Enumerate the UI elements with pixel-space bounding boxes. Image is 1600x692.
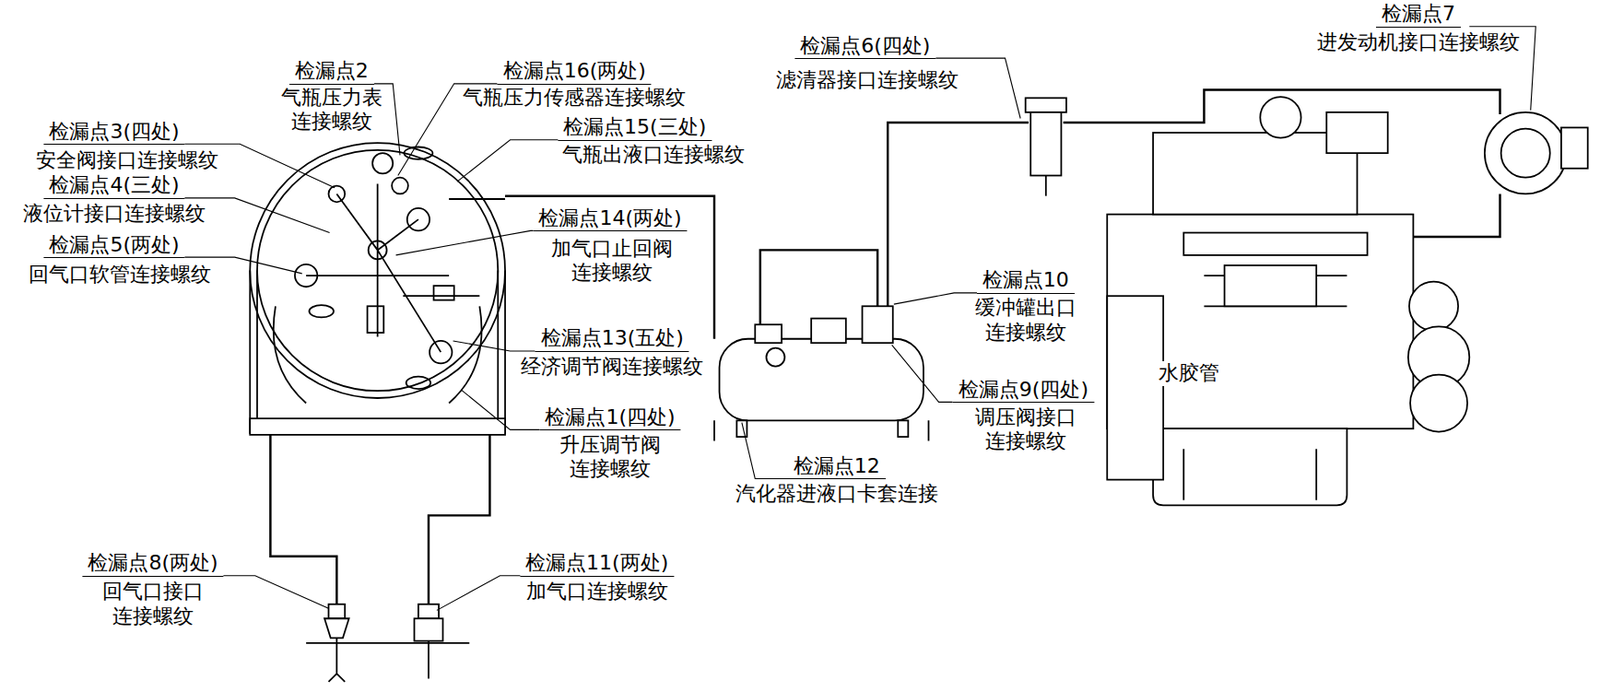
drawing-part [329,604,346,620]
callout-text: 加气口连接螺纹 [526,579,669,604]
filter [1025,97,1067,196]
drawing-part [1484,112,1567,195]
regulator [1484,112,1589,195]
callout-text: 滤清器接口连接螺纹 [776,68,959,93]
drawing-part [1045,176,1048,197]
drawing-part [428,435,490,605]
drawing-part [418,604,439,620]
drawing-part [765,348,785,367]
drawing-part [714,420,930,441]
drawing-part [436,576,536,612]
callout-text: 安全阀接口连接螺纹 [35,148,219,173]
drawing-part [329,637,346,683]
callout-number: 检漏点12 [788,454,886,480]
drawing-part [1561,127,1589,168]
drawing-part [862,305,894,343]
drawing-part [1412,193,1500,237]
drawing-part [719,339,924,422]
callout-number: 检漏点3(四处) [43,119,185,145]
drawing-part [1030,112,1061,177]
callout-text: 调压阀接口 连接螺纹 [975,405,1077,455]
callout-text: 经济调节阀连接螺纹 [520,354,704,379]
engine [1106,96,1470,506]
callout-text: 气瓶压力表 连接螺纹 [281,85,383,135]
callout-number: 检漏点15(三处) [557,115,712,141]
callout-text: 进发动机接口连接螺纹 [1317,30,1520,55]
drawing-part [457,140,572,182]
drawing-part [1326,112,1388,153]
drawing-part [403,147,433,160]
filling-ports [305,604,470,683]
callout-number: 检漏点16(两处) [497,58,652,84]
drawing-part [1183,233,1367,256]
drawing-part [754,324,782,343]
drawing-part [1501,129,1551,178]
callout-number: 检漏点7 [1376,1,1461,27]
callout-number: 检漏点14(两处) [532,206,687,232]
drawing-part [305,183,506,353]
drawing-part [897,420,908,437]
drawing-part [305,642,470,645]
callout-text: 回气口接口 连接螺纹 [102,579,204,629]
drawing-part [1152,428,1347,506]
drawing-part [1025,97,1067,113]
callout-number: 检漏点1(四处) [539,405,681,431]
drawing-part [1259,96,1301,138]
drawing-part [219,576,329,609]
callout-text: 汽化器进液口卡套连接 [735,482,939,506]
callout-number: 检漏点8(两处) [82,551,224,577]
callout-number: 检漏点10 [976,268,1075,294]
drawing-part [811,318,847,344]
drawing-part [434,285,455,301]
callout-number: 检漏点4(三处) [43,173,185,199]
callout-number: 检漏点11(两处) [519,551,674,577]
callout-text: 升压调节阀 连接螺纹 [559,433,661,483]
drawing-part [407,208,430,231]
callout-text: 回气口软管连接螺纹 [28,262,212,287]
drawing-part [308,305,334,318]
leader-lines [173,26,1536,612]
callout-number: 检漏点2 [289,58,375,84]
drawing-part [249,418,506,436]
drawing-part [1410,375,1468,433]
callout-text: 液位计接口连接螺纹 [23,201,206,226]
callout-text: 气瓶出液口连接螺纹 [562,142,745,167]
callout-text: 加气口止回阀 连接螺纹 [551,236,673,286]
vaporizer [714,305,930,441]
drawing-part [427,641,430,680]
callout-number: 检漏点13(五处) [535,326,690,352]
drawing-part [894,293,980,305]
drawing-part [406,376,432,389]
drawing-part [1224,265,1318,306]
part-label: 水胶管 [1158,361,1220,386]
callout-text: 气瓶压力传感器连接螺纹 [462,85,686,110]
drawing-part [1106,295,1164,480]
drawing-part [396,230,552,256]
callout-number: 检漏点6(四处) [794,34,936,59]
drawing-part [1183,275,1347,501]
callout-text: 缓冲罐出口 连接螺纹 [975,295,1077,345]
pipes [270,89,1500,604]
drawing-part [270,435,337,605]
drawing-part [505,196,715,340]
drawing-part [1409,282,1459,331]
callout-number: 检漏点5(两处) [43,233,185,259]
drawing-part [414,618,444,641]
drawing-part [391,177,409,195]
drawing-part [372,152,393,174]
callout-number: 检漏点9(四处) [952,377,1095,403]
tank [249,142,506,436]
drawing-part [324,618,350,638]
drawing-part [367,305,385,333]
drawing-part [273,305,483,403]
drawing-part [741,423,791,480]
